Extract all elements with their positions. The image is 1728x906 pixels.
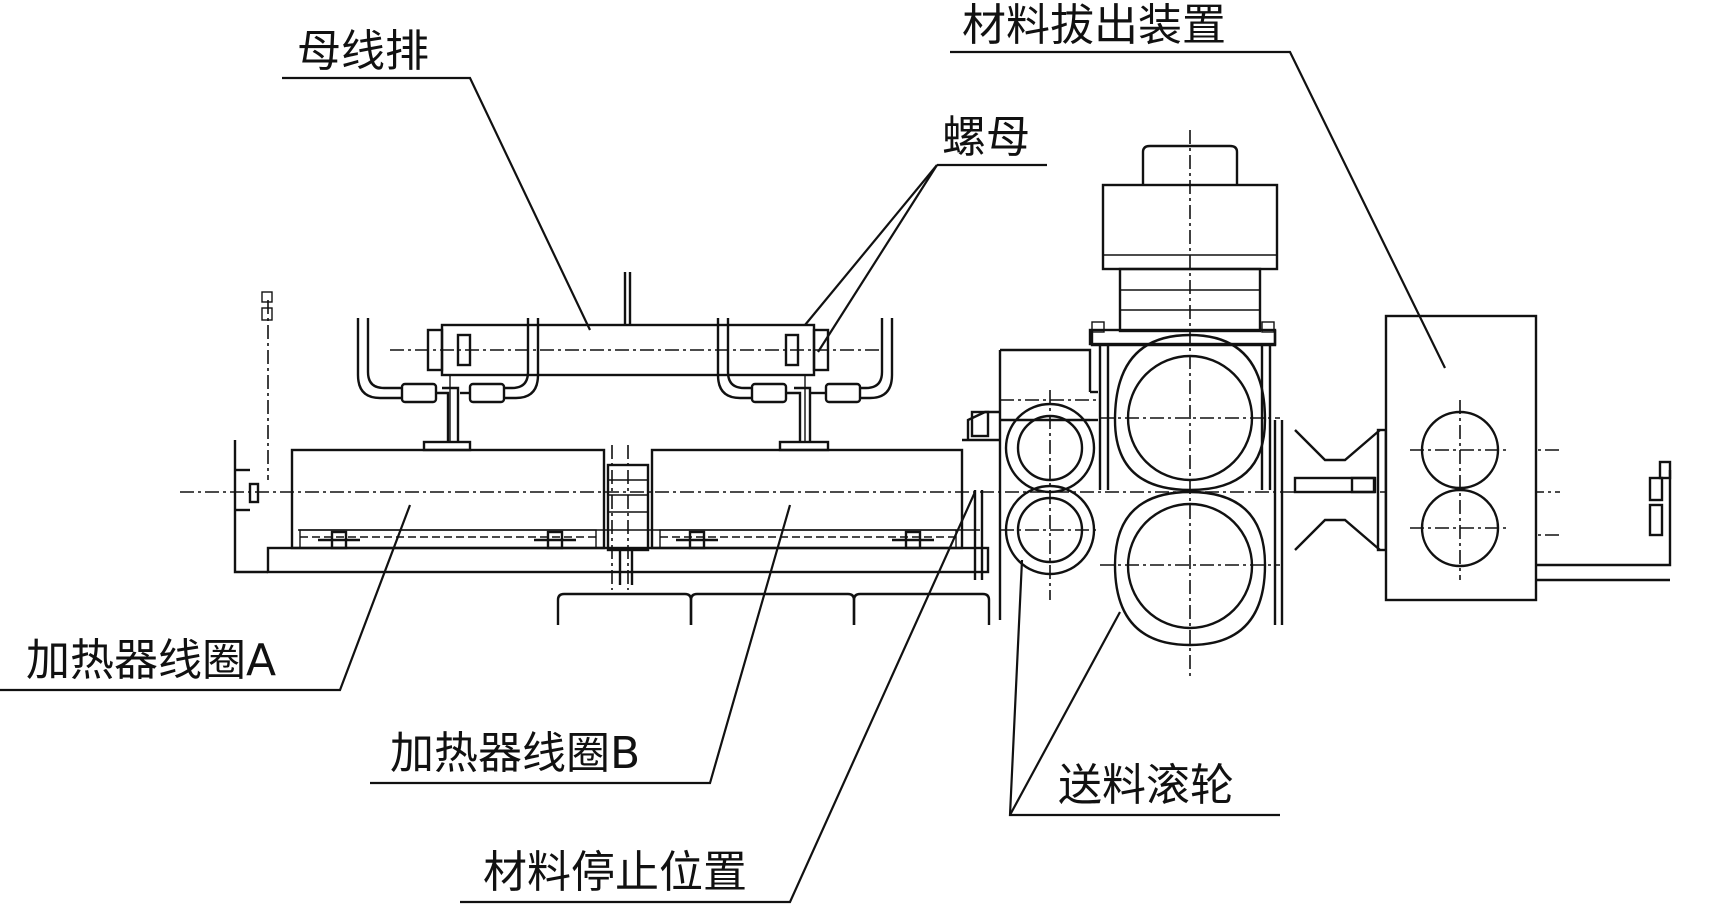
center-lines xyxy=(180,130,1560,680)
large-upper-roller xyxy=(1113,333,1267,492)
busbar-label: 母线排 xyxy=(297,26,429,77)
feed-rollers-label: 送料滚轮 xyxy=(1058,760,1234,811)
small-upper-roller xyxy=(1004,402,1096,494)
bolt-icon xyxy=(534,530,576,550)
left-bracket xyxy=(233,291,273,574)
extractor-label: 材料拔出装置 xyxy=(962,0,1226,51)
labels: 母线排 螺母 材料拔出装置 加热器线圈A 加热器线圈B 材料停止位置 送料滚轮 xyxy=(26,0,1234,898)
feed-roller-frame xyxy=(998,321,1284,625)
coil-a-leads xyxy=(356,318,540,452)
bolt-icon xyxy=(892,530,934,550)
heater-coil-a xyxy=(290,448,606,550)
coupling xyxy=(1293,428,1388,552)
coil-b-leads xyxy=(716,318,894,452)
small-lower-roller xyxy=(1004,484,1096,576)
nut-icon xyxy=(784,328,830,372)
material-stop-bracket xyxy=(962,410,1000,580)
bus-bar xyxy=(426,272,830,377)
nut-icon xyxy=(426,328,472,372)
bolt-icon xyxy=(676,530,718,550)
coil-connector-block xyxy=(606,463,650,585)
coil-b-label: 加热器线圈B xyxy=(390,728,640,779)
stop-position-label: 材料停止位置 xyxy=(483,847,747,898)
nut-label: 螺母 xyxy=(942,112,1030,163)
large-lower-roller xyxy=(1113,490,1267,647)
leader-lines xyxy=(0,50,1446,904)
bolt-icon xyxy=(318,530,360,550)
extractor-box xyxy=(1384,314,1672,602)
motor xyxy=(1101,144,1279,333)
coil-a-label: 加热器线圈A xyxy=(26,635,276,686)
heater-coil-b xyxy=(650,448,964,550)
